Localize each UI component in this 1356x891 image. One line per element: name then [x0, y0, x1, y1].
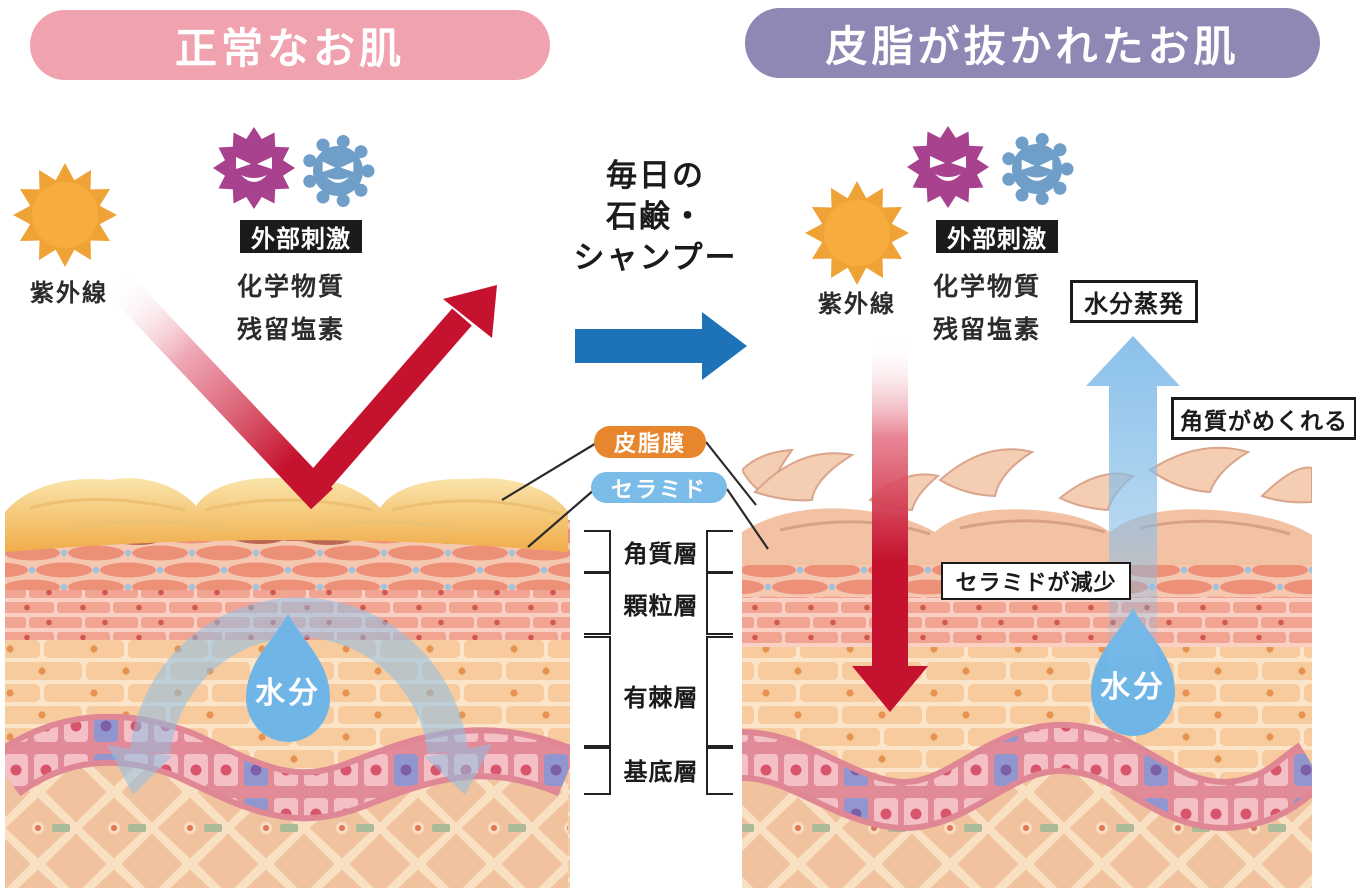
- layer-bracket-right: [706, 747, 733, 795]
- germ-icon-purple-right: [907, 126, 989, 208]
- layer-bracket-left: [584, 636, 611, 747]
- layer-bracket-left: [584, 530, 611, 573]
- uv-label-right: 紫外線: [818, 290, 896, 318]
- daily-soap-caption: 毎日の 石鹸・ シャンプー: [573, 158, 738, 276]
- sebum-film-layer: [5, 476, 568, 552]
- layer-bracket-right: [706, 530, 733, 573]
- skin-cross-section-right: [742, 446, 1312, 888]
- evaporation-badge: 水分蒸発: [1070, 280, 1198, 323]
- header-normal-skin: 正常なお肌: [30, 10, 550, 80]
- layer-label-granular: 顆粒層: [623, 592, 699, 620]
- uv-label-left: 紫外線: [30, 279, 108, 307]
- uv-reflect-arrow: [104, 269, 497, 510]
- chemical-label-right: 化学物質: [933, 272, 1042, 301]
- sebum-film-pill: 皮脂膜: [594, 426, 706, 458]
- layer-bracket-right: [706, 636, 733, 747]
- germ-icon-blue-right: [1002, 133, 1074, 205]
- chlorine-label-left: 残留塩素: [237, 315, 346, 344]
- external-stimuli-badge-right: 外部刺激: [936, 220, 1058, 253]
- layer-label-basal: 基底層: [623, 758, 699, 786]
- layer-bracket-left: [584, 747, 611, 795]
- moisture-drop-label-right: 水分: [1100, 670, 1166, 705]
- keratin-flakes: [742, 446, 1312, 512]
- annotation-connector-lines: [501, 441, 769, 550]
- moisture-drop-left: [246, 614, 330, 742]
- header-stripped-skin: 皮脂が抜かれたお肌: [745, 8, 1320, 78]
- skin-cross-section-left: [5, 476, 570, 888]
- chlorine-label-right: 残留塩素: [933, 315, 1042, 344]
- soap-arrow-icon: [575, 312, 747, 380]
- germ-icon-blue-left: [303, 135, 375, 207]
- keratin-peel-badge: 角質がめくれる: [1171, 397, 1356, 440]
- uv-penetrate-arrow: [852, 336, 928, 712]
- chemical-label-left: 化学物質: [237, 272, 346, 301]
- sun-icon-right: [805, 181, 909, 285]
- ceramide-decrease-badge: セラミドが減少: [941, 562, 1131, 600]
- external-stimuli-badge-left: 外部刺激: [240, 220, 362, 253]
- layer-label-stratum-corneum: 角質層: [623, 540, 699, 568]
- germ-icon-purple-left: [213, 127, 295, 209]
- moisture-arch-arrow: [107, 597, 492, 795]
- layer-label-spinous: 有棘層: [623, 684, 699, 712]
- ceramide-pill: セラミド: [591, 472, 727, 503]
- sun-icon-left: [13, 163, 117, 267]
- layer-bracket-right: [706, 572, 733, 635]
- moisture-drop-label-left: 水分: [255, 676, 321, 711]
- layer-bracket-left: [584, 572, 611, 635]
